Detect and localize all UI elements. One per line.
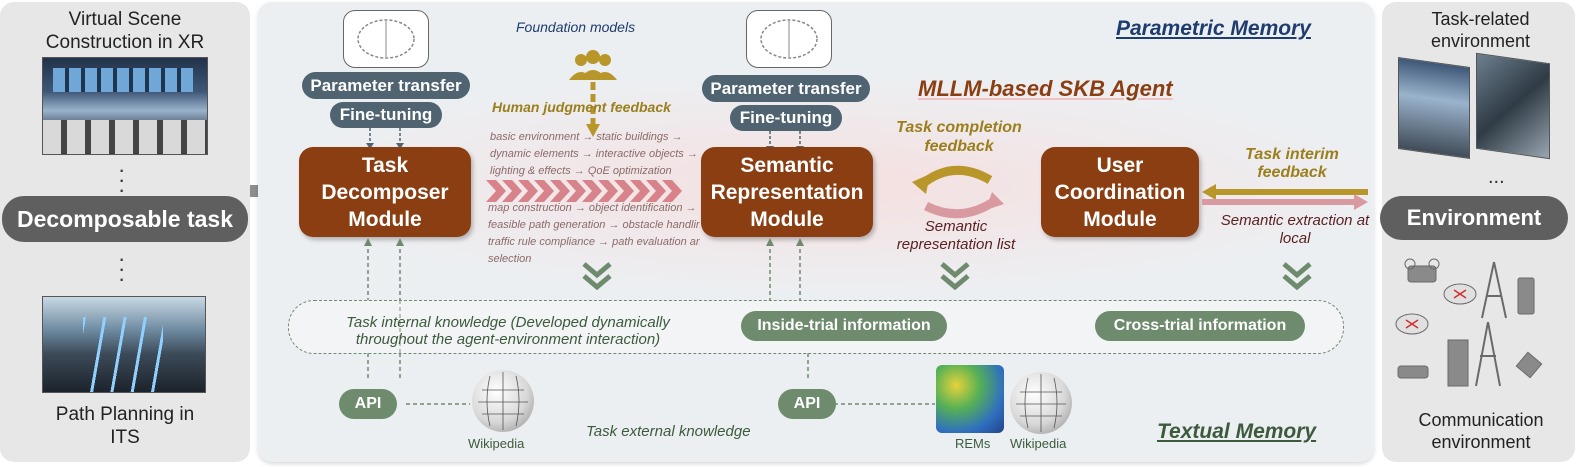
- its-step: traffic rule compliance → path evaluatio…: [488, 236, 700, 248]
- semantic-representation-list-label: Semantic representation list: [896, 218, 1016, 253]
- fine-tuning-pill: Fine-tuning: [730, 105, 842, 131]
- environment-pill: Environment: [1380, 196, 1568, 240]
- its-step: feasible path generation → obstacle hand…: [488, 219, 700, 231]
- xr-step-list: basic environment → static buildings → d…: [490, 129, 698, 180]
- cross-trial-pill: Cross-trial information: [1095, 311, 1305, 341]
- rems-label: REMs: [955, 436, 991, 451]
- semantic-extraction-label: Semantic extraction at local: [1220, 212, 1370, 247]
- external-knowledge-label: Task external knowledge: [586, 423, 751, 440]
- chevron-arrow-strip: [486, 180, 682, 202]
- task-decomposer-module: Task Decomposer Module: [299, 147, 471, 237]
- comm-env-caption: Communication environment: [1418, 410, 1544, 452]
- brain-icon: [343, 10, 429, 68]
- textual-memory-label: Textual Memory: [1157, 420, 1317, 443]
- parametric-memory-label: Parametric Memory: [1116, 17, 1311, 40]
- parameter-transfer-pill: Parameter transfer: [702, 75, 870, 102]
- task-completion-feedback-label: Task completion feedback: [896, 119, 1022, 155]
- agent-title: MLLM-based SKB Agent: [918, 76, 1173, 101]
- human-feedback-label: Human judgment feedback: [492, 99, 671, 115]
- task-env-image: [1476, 52, 1550, 160]
- xr-caption: Virtual Scene Construction in XR: [45, 9, 205, 53]
- task-interim-feedback-label: Task interim feedback: [1245, 146, 1339, 181]
- api-pill: API: [339, 389, 397, 419]
- communication-devices-icon: [1395, 258, 1543, 387]
- double-chevron-down-icon: [940, 262, 970, 291]
- xr-scene-image: [42, 57, 208, 155]
- api-pill: API: [778, 389, 836, 419]
- double-chevron-down-icon: [1282, 262, 1312, 291]
- knowledge-connectors: [364, 238, 935, 405]
- inside-trial-pill: Inside-trial information: [741, 311, 947, 341]
- internal-knowledge-label: Task internal knowledge (Developed dynam…: [346, 314, 670, 348]
- its-step: selection: [488, 253, 532, 265]
- task-env-caption: Task-related environment: [1430, 9, 1531, 51]
- user-coordination-module: User Coordination Module: [1041, 147, 1199, 237]
- human-group-icon: [569, 50, 617, 80]
- xr-step: dynamic elements → interactive objects →: [490, 148, 698, 160]
- parameter-transfer-pill: Parameter transfer: [302, 72, 470, 99]
- vertical-ellipsis-icon: ···: [118, 157, 126, 202]
- task-env-image: [1398, 56, 1470, 160]
- rem-map-icon: [936, 365, 1004, 433]
- ellipsis-label: ...: [1488, 166, 1505, 188]
- feedback-cycle-icon: [912, 165, 1004, 219]
- xr-step: basic environment → static buildings →: [490, 131, 683, 143]
- wikipedia-globe-icon: [1010, 372, 1072, 434]
- double-chevron-down-icon: [582, 262, 612, 291]
- its-caption: Path Planning in ITS: [55, 404, 195, 448]
- semantic-representation-module: Semantic Representation Module: [701, 147, 873, 237]
- brain-icon: [746, 10, 832, 68]
- its-step-list: map construction → object identification…: [488, 200, 700, 268]
- foundation-models-label: Foundation models: [516, 19, 636, 35]
- wikipedia-label: Wikipedia: [1010, 436, 1067, 451]
- vertical-ellipsis-icon: ···: [118, 246, 126, 291]
- wikipedia-globe-icon: [472, 370, 534, 432]
- xr-step: lighting & effects → QoE optimization: [490, 165, 672, 177]
- interim-feedback-arrow-icon: [1202, 184, 1368, 210]
- its-step: map construction → object identification…: [488, 202, 697, 214]
- its-path-image: [42, 296, 206, 393]
- connector-arrows: [366, 128, 404, 149]
- wikipedia-label: Wikipedia: [468, 436, 525, 451]
- decomposable-task-pill: Decomposable task: [2, 196, 248, 242]
- fine-tuning-pill: Fine-tuning: [330, 102, 442, 128]
- human-feedback-arrow-icon: [586, 82, 600, 137]
